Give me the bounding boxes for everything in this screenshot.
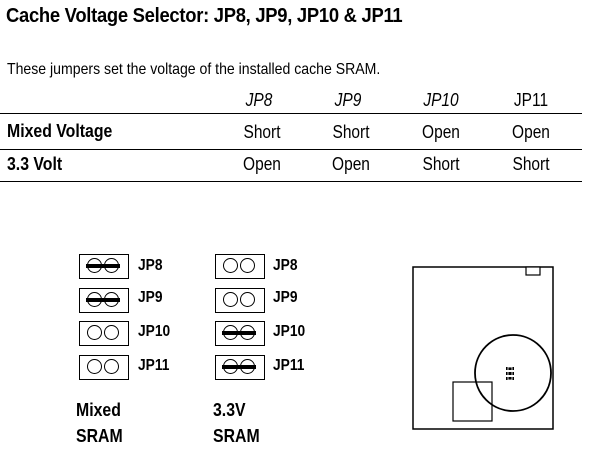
jumper-label: JP9 <box>273 289 298 306</box>
table-cell: Short <box>512 154 550 174</box>
jumper-pins-icon <box>506 366 514 381</box>
table-cell: Short <box>422 154 460 174</box>
caption-line: Mixed <box>76 400 121 420</box>
jumper-block-jp8-3v3 <box>215 254 265 279</box>
jumper-label: JP8 <box>138 257 163 274</box>
pin-icon <box>240 292 255 307</box>
jumper-label: JP8 <box>273 257 298 274</box>
page-title: Cache Voltage Selector: JP8, JP9, JP10 &… <box>6 5 403 27</box>
table-cell: Open <box>512 122 550 142</box>
pin-icon <box>104 325 119 340</box>
pin-icon <box>223 292 238 307</box>
shunt-icon <box>86 264 120 268</box>
header-jp9: JP9 <box>334 90 362 110</box>
jumper-block-jp9-mixed <box>79 288 129 313</box>
pin-icon <box>104 359 119 374</box>
board-outline <box>412 266 554 430</box>
caption-3-3v-sram: 3.3V SRAM <box>213 397 260 449</box>
table-cell: Open <box>422 122 460 142</box>
caption-line: SRAM <box>213 426 260 446</box>
shunt-icon <box>86 298 120 302</box>
jumper-block-jp10-3v3 <box>215 321 265 346</box>
caption-line: 3.3V <box>213 400 246 420</box>
jumper-label: JP10 <box>273 323 306 340</box>
board-connector-icon <box>525 266 541 276</box>
header-jp8: JP8 <box>245 90 273 110</box>
jumper-label: JP11 <box>138 357 170 374</box>
jumper-block-jp11-3v3 <box>215 355 265 380</box>
pin-icon <box>87 359 102 374</box>
jumper-block-jp8-mixed <box>79 254 129 279</box>
pin-icon <box>240 258 255 273</box>
shunt-icon <box>222 365 256 369</box>
table-cell: Open <box>243 154 281 174</box>
table-bottom-rule <box>0 181 582 182</box>
table-top-rule <box>0 113 582 114</box>
table-row-divider <box>0 149 582 150</box>
jumper-label: JP9 <box>138 289 163 306</box>
board-location-diagram <box>412 266 554 430</box>
intro-text: These jumpers set the voltage of the ins… <box>7 61 381 78</box>
row-label-mixed-voltage: Mixed Voltage <box>7 121 113 141</box>
jumper-block-jp10-mixed <box>79 321 129 346</box>
table-cell: Open <box>332 154 370 174</box>
table-cell: Short <box>243 122 281 142</box>
highlight-circle <box>474 334 552 412</box>
cache-sram-chip-icon <box>452 381 493 422</box>
jumper-block-jp9-3v3 <box>215 288 265 313</box>
header-jp10: JP10 <box>423 90 459 110</box>
pin-icon <box>223 258 238 273</box>
table-cell: Short <box>332 122 370 142</box>
shunt-icon <box>222 331 256 335</box>
row-label-3-3-volt: 3.3 Volt <box>7 154 63 174</box>
pin-icon <box>87 325 102 340</box>
header-jp11: JP11 <box>513 90 549 110</box>
jumper-label: JP10 <box>138 323 171 340</box>
jumper-label: JP11 <box>273 357 305 374</box>
caption-line: SRAM <box>76 426 123 446</box>
caption-mixed-sram: Mixed SRAM <box>76 397 123 449</box>
jumper-block-jp11-mixed <box>79 355 129 380</box>
